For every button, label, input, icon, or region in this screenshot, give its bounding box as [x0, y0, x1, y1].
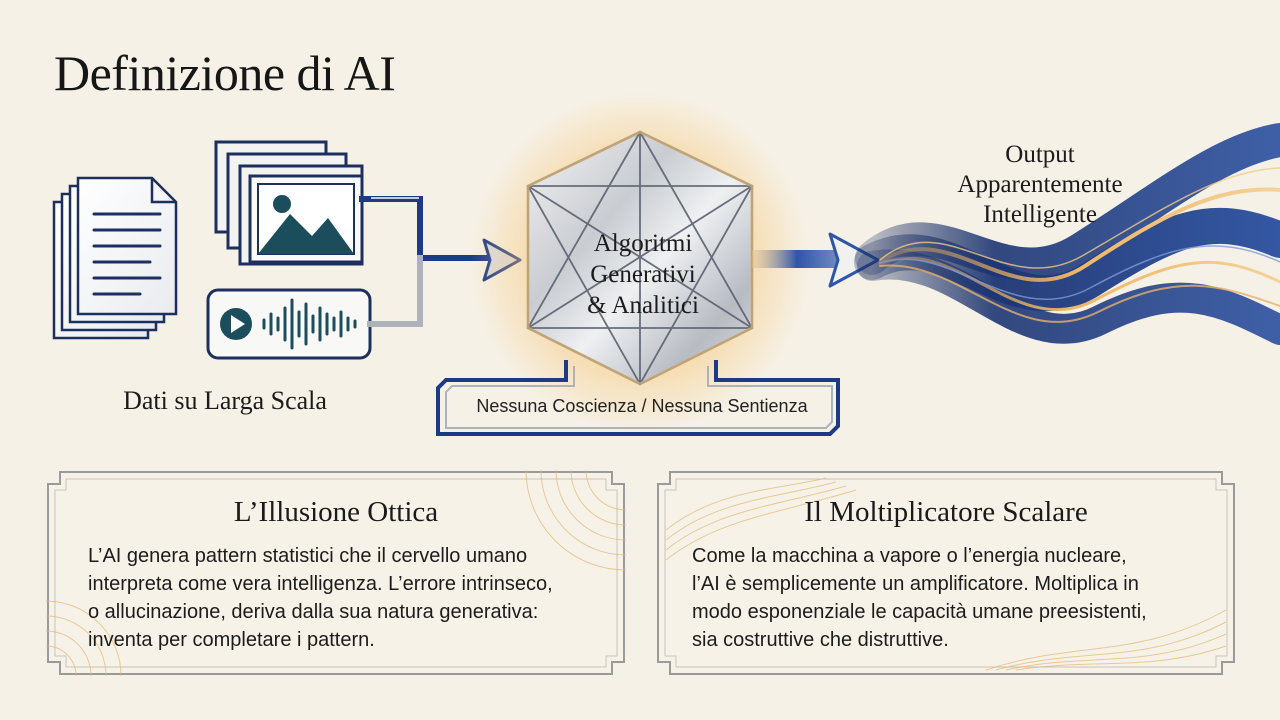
- core-algorithm-label: Algoritmi Generativi & Analitici: [548, 228, 738, 321]
- core-label-line: & Analitici: [587, 292, 699, 319]
- core-label-line: Generativi: [590, 261, 696, 288]
- output-label-line: Apparentemente: [957, 171, 1123, 198]
- card-body-line: o allucinazione, deriva dalla sua natura…: [88, 601, 539, 623]
- card-title: L’Illusione Ottica: [233, 496, 439, 528]
- output-label-line: Output: [1005, 141, 1075, 168]
- core-label-line: Algoritmi: [593, 230, 693, 257]
- document-stack-icon: [52, 176, 178, 340]
- card-frame: [46, 470, 626, 676]
- card-body-line: modo esponenziale le capacità umane pree…: [692, 601, 1147, 623]
- output-label: Output Apparentemente Intelligente: [930, 140, 1150, 230]
- card-body-line: l’AI è semplicemente un amplificatore. M…: [692, 573, 1139, 595]
- card-multiplier: Il Moltiplicatore Scalare Come la macchi…: [656, 470, 1236, 676]
- input-connector: [359, 196, 495, 327]
- ai-flow-diagram: [52, 92, 1280, 436]
- card-body-line: sia costruttive che distruttive.: [692, 629, 949, 651]
- card-title: Il Moltiplicatore Scalare: [804, 496, 1088, 528]
- output-label-line: Intelligente: [983, 201, 1097, 228]
- image-stack-icon: [214, 140, 364, 266]
- card-body-line: L’AI genera pattern statistici che il ce…: [88, 545, 528, 567]
- card-illusion: L’Illusione Ottica L’AI genera pattern s…: [46, 470, 626, 676]
- wave-ribbon-icon: [854, 123, 1280, 345]
- card-body: L’AI genera pattern statistici che il ce…: [88, 542, 553, 654]
- card-body-line: inventa per completare i pattern.: [88, 629, 375, 651]
- consciousness-note: Nessuna Coscienza / Nessuna Sentienza: [476, 396, 808, 416]
- input-data-label: Dati su Larga Scala: [123, 386, 327, 415]
- polyhedron-icon: [470, 92, 810, 432]
- card-frame: [657, 471, 1235, 675]
- audio-player-icon: [206, 288, 372, 360]
- page-title: Definizione di AI: [54, 45, 396, 101]
- card-body-line: interpreta come vera intelligenza. L’err…: [88, 573, 553, 595]
- card-body-line: Come la macchina a vapore o l’energia nu…: [692, 545, 1127, 567]
- note-bracket: [436, 360, 840, 436]
- card-body: Come la macchina a vapore o l’energia nu…: [692, 542, 1147, 654]
